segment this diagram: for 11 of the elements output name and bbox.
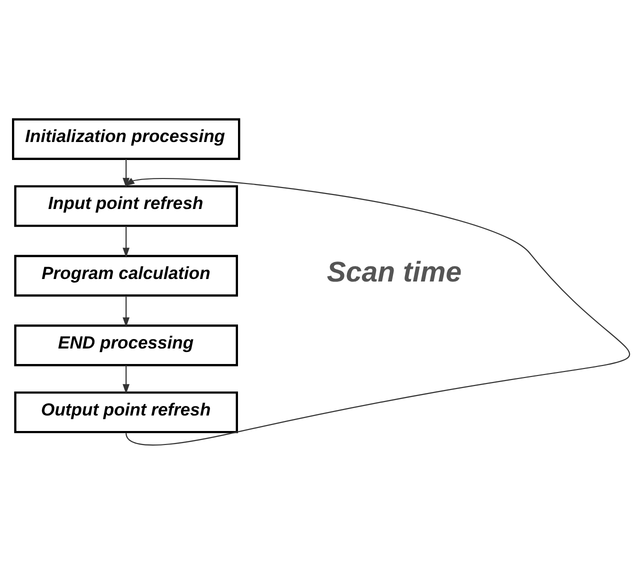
node-box: Program calculation <box>14 254 238 297</box>
arrow <box>122 365 130 394</box>
node-box: Input point refresh <box>14 185 238 227</box>
arrow <box>124 178 630 446</box>
arrow <box>122 158 130 188</box>
node-box: Output point refresh <box>14 391 238 434</box>
arrow <box>122 296 130 328</box>
node-box: END processing <box>14 324 238 366</box>
label: Scan time <box>326 256 462 289</box>
node-box: Initialization processing <box>12 118 240 160</box>
arrow <box>122 226 130 258</box>
